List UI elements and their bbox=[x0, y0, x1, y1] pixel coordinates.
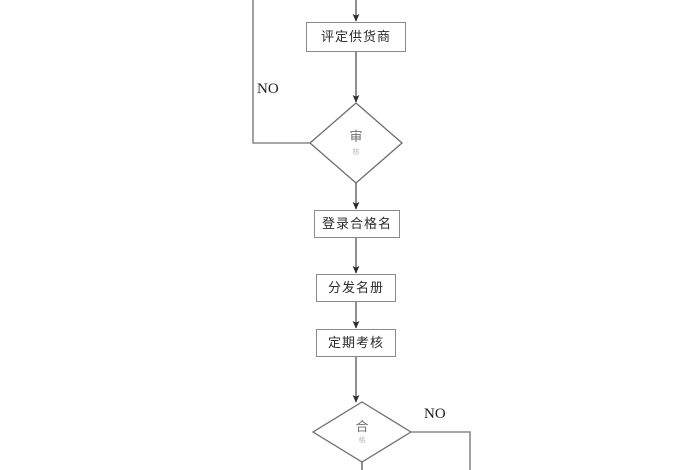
decision-node-sublabel-review: 核 bbox=[352, 148, 360, 156]
process-node-label: 评定供货商 bbox=[320, 29, 391, 45]
process-node-distribute-roster[interactable]: 分发名册 bbox=[316, 274, 396, 302]
connector-qualified-no-branch bbox=[411, 431, 471, 470]
process-node-register-qualified-list[interactable]: 登录合格名 bbox=[314, 210, 400, 238]
process-node-periodic-assessment[interactable]: 定期考核 bbox=[316, 329, 396, 357]
process-node-label: 分发名册 bbox=[327, 280, 384, 296]
decision-node-label-review: 审 bbox=[349, 130, 363, 145]
process-node-label: 定期考核 bbox=[327, 335, 384, 351]
branch-label-no-right: NO bbox=[424, 406, 446, 422]
process-node-label: 登录合格名 bbox=[321, 216, 392, 232]
connector-review-no-branch bbox=[252, 0, 310, 144]
decision-node-label-qualified: 合 bbox=[355, 420, 369, 435]
branch-label-no-left: NO bbox=[257, 81, 279, 97]
process-node-evaluate-supplier[interactable]: 评定供货商 bbox=[306, 22, 406, 52]
decision-node-sublabel-qualified: 格 bbox=[358, 436, 366, 444]
